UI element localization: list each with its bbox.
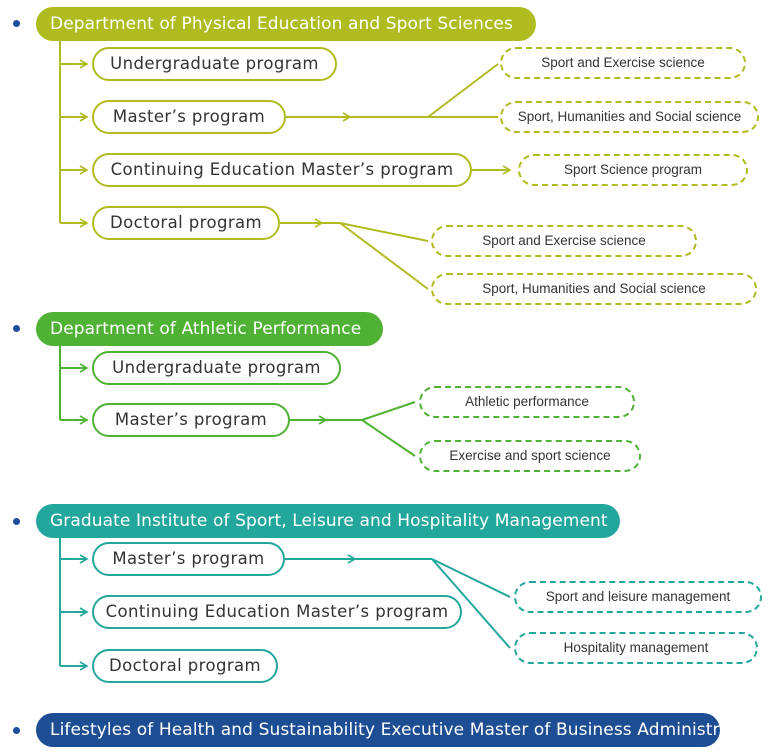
dept3-header[interactable]: Graduate Institute of Sport, Leisure and…	[36, 504, 620, 538]
dept1-masters-spec-humanities[interactable]: Sport, Humanities and Social science	[500, 101, 759, 133]
dept1-bullet	[13, 20, 20, 27]
dept1-connectors	[59, 40, 512, 290]
dept2-header[interactable]: Department of Athletic Performance	[36, 312, 383, 346]
dept3-masters-spec-sport-leisure[interactable]: Sport and leisure management	[514, 581, 762, 613]
dept3-continuing-ed-program[interactable]: Continuing Education Master’s program	[92, 595, 462, 629]
dept3-masters-program[interactable]: Master’s program	[92, 542, 285, 576]
dept2-masters-program[interactable]: Master’s program	[92, 403, 290, 437]
dept1-continuing-spec-sport-science[interactable]: Sport Science program	[518, 154, 748, 186]
dept1-masters-program[interactable]: Master’s program	[92, 100, 286, 134]
dept3-doctoral-program[interactable]: Doctoral program	[92, 649, 278, 683]
dept4-bullet	[13, 727, 20, 734]
dept3-masters-spec-hospitality[interactable]: Hospitality management	[514, 632, 758, 664]
dept1-masters-spec-exercise[interactable]: Sport and Exercise science	[500, 47, 746, 79]
dept2-bullet	[13, 325, 20, 332]
dept1-header[interactable]: Department of Physical Education and Spo…	[36, 7, 536, 41]
dept2-undergraduate-program[interactable]: Undergraduate program	[92, 351, 341, 385]
dept2-masters-spec-exercise-sport[interactable]: Exercise and sport science	[419, 440, 641, 472]
dept1-doctoral-spec-humanities[interactable]: Sport, Humanities and Social science	[431, 273, 757, 305]
dept1-doctoral-spec-exercise[interactable]: Sport and Exercise science	[431, 225, 697, 257]
dept1-continuing-ed-program[interactable]: Continuing Education Master’s program	[92, 153, 472, 187]
dept2-masters-spec-athletic-performance[interactable]: Athletic performance	[419, 386, 635, 418]
dept3-bullet	[13, 518, 20, 525]
dept2-connectors	[59, 344, 416, 457]
dept1-doctoral-program[interactable]: Doctoral program	[92, 206, 280, 240]
dept3-connectors	[59, 536, 511, 671]
dept1-undergraduate-program[interactable]: Undergraduate program	[92, 47, 337, 81]
dept4-header[interactable]: Lifestyles of Health and Sustainability …	[36, 713, 763, 747]
